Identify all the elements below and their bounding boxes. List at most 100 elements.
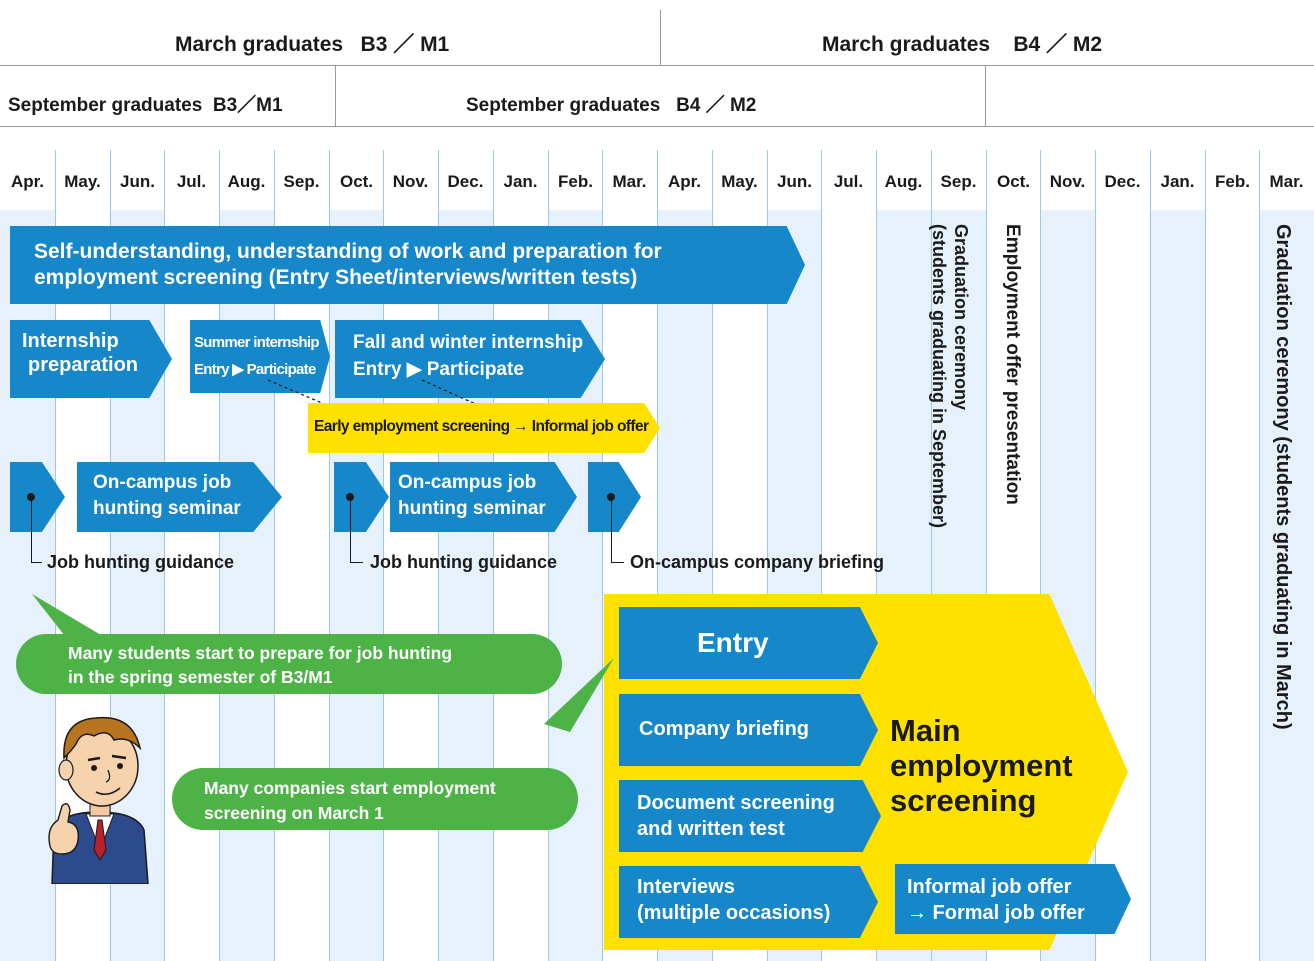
month-divider (876, 150, 877, 961)
month-label: Aug. (227, 172, 266, 191)
document-screening-line1: Document screening (637, 792, 835, 814)
month-divider (383, 150, 384, 961)
self-understanding-line1: Self-understanding, understanding of wor… (34, 240, 662, 263)
seminar-1-line2: hunting seminar (93, 498, 241, 519)
month-label: Apr. (10, 172, 45, 191)
march-bubble: Many companies start employment screenin… (172, 768, 578, 830)
header-line-bottom (0, 126, 1314, 127)
month-divider (821, 150, 822, 961)
spring-bubble-line1: Many students start to prepare for job h… (68, 643, 453, 663)
job-offer-bar: Informal job offer → Formal job offer (895, 864, 1131, 934)
main-title-line2: employment (890, 748, 1073, 783)
self-understanding-line2: employment screening (Entry Sheet/interv… (34, 266, 638, 289)
fall-internship-bar: Fall and winter internship Entry ▶ Parti… (335, 320, 605, 398)
company-briefing-label: On-campus company briefing (630, 552, 885, 572)
job-offer-line1: Informal job offer (907, 876, 1072, 898)
header-sept-b4m2: September graduates B4 ／ M2 (466, 95, 757, 116)
month-divider (1040, 150, 1041, 961)
month-label: Oct. (996, 172, 1031, 191)
month-column (1095, 210, 1150, 961)
graduation-sept-label: Graduation ceremony (students graduating… (928, 224, 972, 528)
march-bubble-line1: Many companies start employment (204, 778, 496, 798)
self-understanding-bar: Self-understanding, understanding of wor… (10, 226, 805, 304)
interviews-line1: Interviews (637, 876, 735, 898)
header-table: March graduates B3 ／ M1 March graduates … (0, 0, 1314, 130)
header-sept-b3m1: September graduates B3／M1 (8, 95, 283, 116)
company-briefing-bar: Company briefing (619, 694, 878, 766)
month-divider (986, 150, 987, 961)
month-divider (1205, 150, 1206, 961)
month-divider (55, 150, 56, 961)
month-label: Nov. (392, 172, 429, 191)
month-label: Jul. (176, 172, 207, 191)
guidance-1-leader (31, 500, 42, 563)
month-label: Mar. (1269, 172, 1304, 191)
early-screening-bar: Early employment screening → Informal jo… (308, 403, 660, 453)
month-label: May. (721, 172, 758, 191)
march-bubble-tail (544, 658, 614, 732)
march-bubble-line2: screening on March 1 (204, 803, 384, 823)
internship-prep-bar: Internship preparation (10, 320, 172, 398)
document-screening-line2: and written test (637, 818, 785, 840)
header-line-mid (0, 65, 1314, 66)
seminar-bar-2: On-campus job hunting seminar (390, 462, 577, 532)
month-label: May. (64, 172, 101, 191)
interviews-line2: (multiple occasions) (637, 902, 831, 924)
month-label: Apr. (667, 172, 702, 191)
guidance-2-leader (350, 500, 363, 563)
month-divider (1259, 150, 1260, 961)
month-divider (657, 150, 658, 961)
seminar-2-line2: hunting seminar (398, 498, 546, 519)
header-divider-3 (985, 66, 986, 126)
guidance-2-dot (346, 493, 354, 501)
month-label: Sep. (940, 172, 977, 191)
month-label: Aug. (884, 172, 923, 191)
month-divider (110, 150, 111, 961)
month-label: Jan. (503, 172, 538, 191)
header-divider-2 (335, 66, 336, 126)
month-divider (767, 150, 768, 961)
month-divider (219, 150, 220, 961)
month-divider (602, 150, 603, 961)
month-label: Jan. (1160, 172, 1195, 191)
month-divider (1150, 150, 1151, 961)
entry-label: Entry (697, 627, 769, 658)
header-march-b3m1: March graduates B3 ／ M1 (175, 33, 450, 56)
month-label: Jul. (833, 172, 864, 191)
seminar-2-line1: On-campus job (398, 472, 537, 493)
document-screening-bar: Document screening and written test (619, 780, 881, 852)
month-divider (1095, 150, 1096, 961)
early-screening-label: Early employment screening → Informal jo… (314, 418, 649, 435)
month-label: Oct. (339, 172, 374, 191)
month-divider (548, 150, 549, 961)
month-label: Dec. (447, 172, 484, 191)
offer-presentation-label: Employment offer presentation (1002, 224, 1023, 505)
month-divider (931, 150, 932, 961)
seminar-1-line1: On-campus job (93, 472, 232, 493)
month-label: Jun. (120, 172, 155, 191)
header-march-b4m2: March graduates B4 ／ M2 (822, 33, 1103, 56)
graduation-sept-line1: Graduation ceremony (951, 224, 971, 411)
month-label: Feb. (1215, 172, 1250, 191)
month-label: Dec. (1104, 172, 1141, 191)
month-divider (329, 150, 330, 961)
internship-prep-line1: Internship (22, 330, 119, 352)
month-label: Nov. (1049, 172, 1086, 191)
guidance-2-label: Job hunting guidance (370, 552, 557, 572)
month-label: Feb. (558, 172, 593, 191)
month-label: Jun. (777, 172, 812, 191)
spring-bubble: Many students start to prepare for job h… (16, 634, 562, 694)
company-briefing-leader (611, 500, 624, 563)
month-divider (493, 150, 494, 961)
fall-internship-line2: Entry ▶ Participate (353, 359, 524, 380)
guidance-1-label: Job hunting guidance (47, 552, 234, 572)
graduation-sept-line2: (students graduating in September) (929, 224, 949, 529)
summer-internship-bar: Summer internship Entry ▶ Participate (190, 320, 330, 393)
month-label: Mar. (612, 172, 647, 191)
company-briefing-dot (607, 493, 615, 501)
month-column (1205, 210, 1260, 961)
header-divider-1 (660, 10, 661, 65)
month-label: Sep. (283, 172, 320, 191)
interviews-bar: Interviews (multiple occasions) (619, 866, 878, 938)
main-title-line3: screening (890, 783, 1037, 818)
